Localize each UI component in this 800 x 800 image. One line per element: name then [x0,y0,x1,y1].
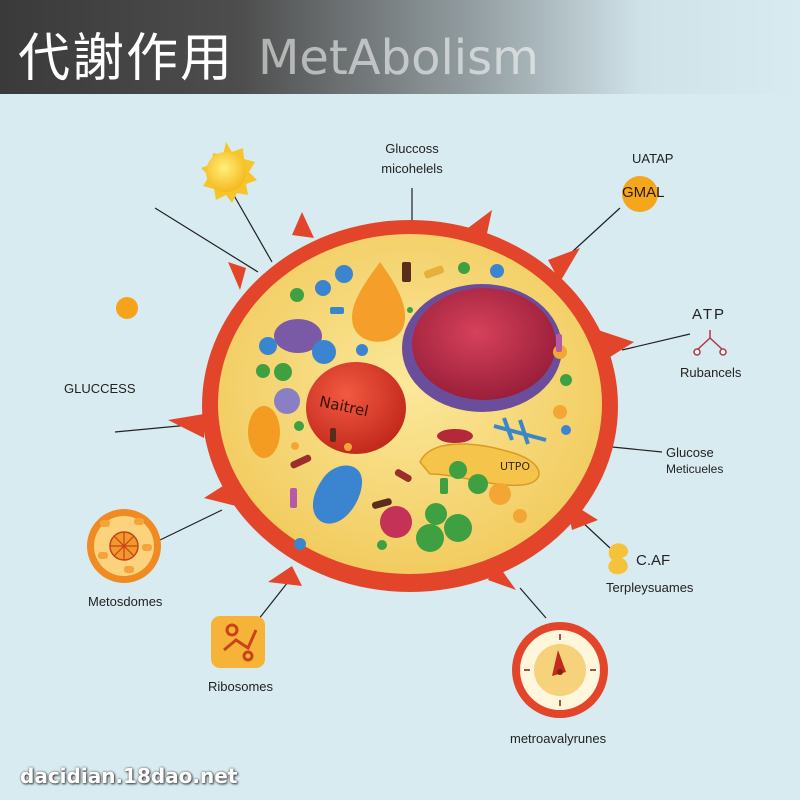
line-left-top [154,207,259,273]
label-metroavalyrunes: metroavalyrunes [510,731,607,746]
metosdome-icon [87,509,161,583]
small-beads [256,262,572,550]
label-glucose-top: Gluccoss micohelels [381,141,443,176]
microtubule [493,417,547,445]
label-glucose-right: Glucose Meticueles [666,445,724,476]
green-cluster [416,461,488,552]
blue-organelle [312,465,363,524]
small-rods [290,262,562,509]
nucleus [412,288,556,400]
orange-dot [116,297,138,319]
lavender-bead [274,388,300,414]
line-ribosomes [257,581,289,621]
endoplasmic-reticulum [419,443,540,487]
label-terpleysuames: Terpleysuames [606,580,694,595]
magenta-bead [380,506,412,538]
purple-organelle [274,319,322,353]
atp-branch-icon [693,330,727,356]
gmal-circle [622,176,658,212]
line-sun [231,191,273,263]
vacuole [352,262,406,342]
label-glucess: GLUCCESS [64,381,136,396]
orange-capsule [248,406,280,458]
label-uatap: UATAP [632,151,674,166]
capsule-icon [608,543,629,575]
label-caf: C.AF [636,552,671,569]
line-metosdomes [159,509,223,541]
label-atp: ATP [692,306,727,323]
red-capsule [437,429,473,443]
clock-icon [512,622,608,718]
line-atp [621,333,691,351]
label-ribosomes: Ribosomes [208,679,274,694]
label-metosdomes: Metosdomes [88,594,163,609]
label-gmal: GMAL [622,184,665,201]
page-title: 代謝作用 [18,29,235,89]
page-subtitle: MetAbolism [258,30,539,86]
enzyme-icon [211,616,265,668]
label-rubancels: Rubancels [680,365,742,380]
title-banner: 代謝作用 MetAbolism [0,0,800,94]
line-gmal [571,207,621,253]
watermark: dacidian.18dao.net [20,764,238,788]
line-clock [519,587,547,619]
sun-icon [201,142,257,203]
mito-text: UTPO [500,460,530,473]
connector-lines [114,188,691,621]
